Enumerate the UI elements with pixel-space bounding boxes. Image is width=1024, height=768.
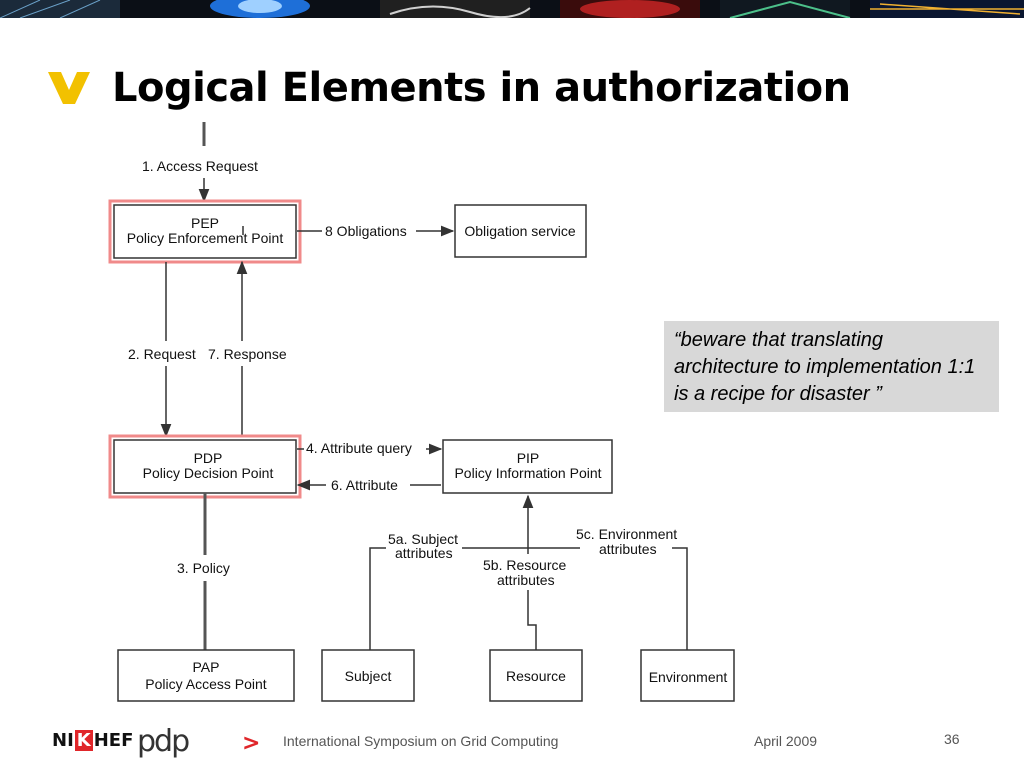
nikhef-logo-text-1: NI	[52, 730, 74, 751]
footer-date: April 2009	[754, 733, 818, 749]
chevron-down-icon	[48, 72, 90, 104]
footer-arrow-icon: >	[242, 731, 261, 756]
environment-attributes-path	[672, 547, 688, 650]
edge-attribute-query-label: 4. Attribute query	[306, 440, 412, 456]
edge-environment-attributes-label-1: 5c. Environment	[576, 526, 677, 542]
pdp-abbrev: PDP	[194, 450, 223, 466]
pip-node: PIP Policy Information Point	[442, 439, 613, 494]
environment-node: Environment	[640, 649, 735, 702]
edge-attribute-label: 6. Attribute	[331, 477, 398, 493]
edge-obligations-label: 8 Obligations	[325, 223, 407, 239]
pep-node: PEP Policy Enforcement Point	[108, 199, 302, 264]
edge-policy-label: 3. Policy	[177, 560, 230, 576]
slide-title: Logical Elements in authorization	[112, 65, 851, 111]
pdp-box	[113, 439, 297, 494]
footer-event-name: International Symposium on Grid Computin…	[283, 733, 559, 749]
edge-environment-attributes-label-2: attributes	[599, 541, 657, 557]
pip-full-name: Policy Information Point	[454, 465, 601, 481]
title-row: Logical Elements in authorization	[48, 60, 851, 116]
quote-callout: “beware that translating architecture to…	[664, 321, 999, 412]
pap-full-name: Policy Access Point	[145, 676, 266, 692]
environment-label: Environment	[649, 669, 728, 685]
obligation-service-box	[454, 204, 587, 258]
edge-response-label: 7. Response	[208, 346, 287, 362]
edge-resource-attributes-label-2: attributes	[497, 572, 555, 588]
resource-label: Resource	[506, 668, 566, 684]
slide-number: 36	[944, 731, 960, 747]
resource-box	[489, 649, 583, 702]
pep-box	[113, 204, 297, 259]
resource-node: Resource	[489, 649, 583, 702]
edge-resource-attributes-label-1: 5b. Resource	[483, 557, 566, 573]
subject-attributes-path	[369, 547, 386, 650]
environment-box	[640, 649, 735, 702]
edge-request-label: 2. Request	[128, 346, 196, 362]
obligation-service-node: Obligation service	[454, 204, 587, 258]
pep-full-name: Policy Enforcement Point	[127, 230, 284, 246]
edge-access-request-label: 1. Access Request	[142, 158, 258, 174]
subject-box	[321, 649, 415, 702]
pap-box	[117, 649, 295, 702]
pip-box	[442, 439, 613, 494]
header-banner-image	[0, 0, 1024, 18]
obligation-service-label: Obligation service	[464, 223, 575, 239]
pdp-node: PDP Policy Decision Point	[108, 434, 302, 499]
pap-abbrev: PAP	[193, 659, 220, 675]
edge-subject-attributes-label-2: attributes	[395, 545, 453, 561]
pdp-full-name: Policy Decision Point	[143, 465, 274, 481]
pep-abbrev: PEP	[191, 215, 219, 231]
resource-attributes-path	[527, 590, 537, 650]
pip-abbrev: PIP	[517, 450, 540, 466]
subject-label: Subject	[345, 668, 392, 684]
nikhef-logo-text-k: K	[74, 730, 93, 751]
subject-node: Subject	[321, 649, 415, 702]
pap-node: PAP Policy Access Point	[117, 649, 295, 702]
pdp-logo: pdp	[137, 724, 190, 759]
edge-subject-attributes-label-1: 5a. Subject	[388, 531, 458, 547]
nikhef-logo-text-2: HEF	[93, 730, 134, 751]
